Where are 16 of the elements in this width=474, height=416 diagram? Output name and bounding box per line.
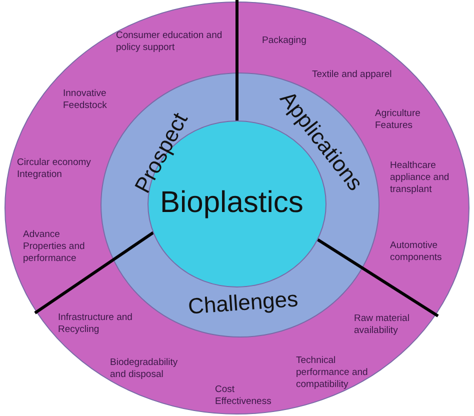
item-label: Consumer education and policy support (116, 30, 224, 54)
item-label: Technical performance and compatibility (296, 355, 369, 391)
item-label: Infrastructure and Recycling (58, 312, 133, 336)
item-label: Textile and apparel (312, 69, 393, 81)
item-label: Agriculture Features (375, 108, 422, 132)
item-label: Circular economy Integration (17, 157, 92, 181)
outer-ring (4, 1, 470, 415)
item-label: Advance Properties and performance (23, 229, 86, 265)
item-label: Packaging (262, 35, 308, 47)
item-label: Cost Effectiveness (215, 384, 272, 408)
item-label: Innovative Feedstock (63, 88, 108, 112)
item-label: Healthcare appliance and transplant (390, 160, 450, 196)
item-label: Raw material availability (354, 313, 410, 337)
ring-label: Challenges (187, 286, 299, 320)
item-label: Biodegradability and disposal (110, 357, 179, 381)
item-label: Automotive components (390, 240, 443, 264)
